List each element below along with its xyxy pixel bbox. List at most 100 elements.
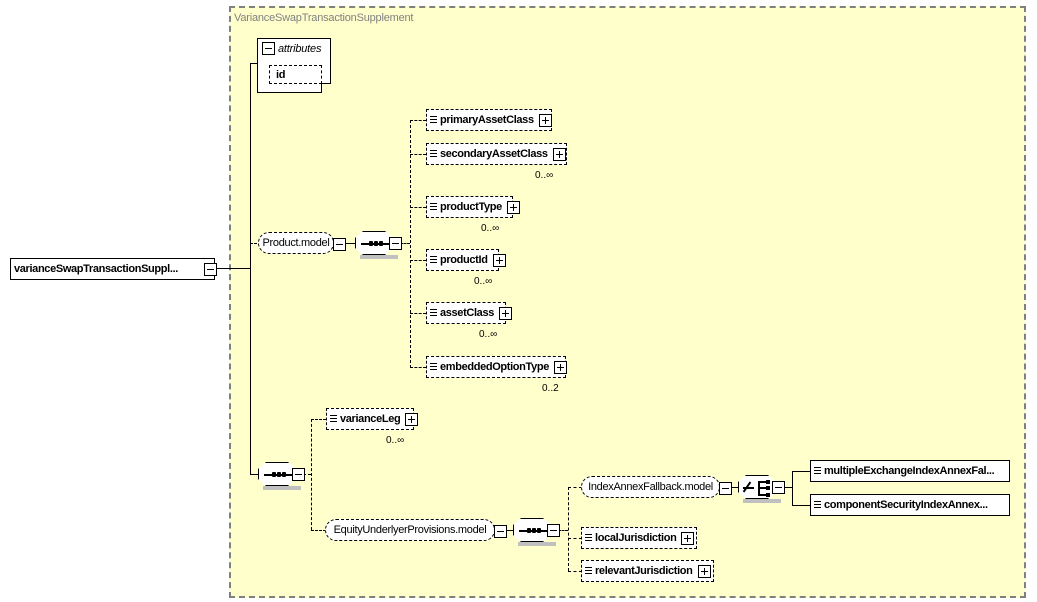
root-element-node[interactable]: varianceSwapTransactionSuppl... [10, 258, 218, 283]
cardinality-secondaryAssetClass: 0..∞ [535, 170, 554, 181]
index-annex-choice-expander-minus-icon[interactable] [772, 481, 785, 494]
element-productId[interactable]: productId [426, 249, 506, 274]
connector-equity-underlyer-provisions-model [311, 530, 326, 531]
root-expander-minus-icon[interactable] [204, 263, 217, 276]
element-productType-expander-plus-icon[interactable] [506, 200, 520, 214]
connector-assetClass [410, 313, 426, 314]
element-icon [430, 362, 437, 372]
element-primaryAssetClass-label: primaryAssetClass [440, 114, 534, 126]
compositor-product-sequence[interactable] [355, 231, 393, 255]
element-assetClass-expander-plus-icon[interactable] [499, 306, 512, 320]
element-secondaryAssetClass-expander-plus-icon[interactable] [552, 147, 566, 161]
attributes-panel-header: attributes [262, 42, 321, 55]
element-componentSecurityIndexAnnexFallback[interactable]: componentSecurityIndexAnnex... [810, 494, 1013, 519]
cardinality-varianceLeg: 0..∞ [386, 435, 405, 446]
element-multipleExchangeIndexAnnexFallback-label: multipleExchangeIndexAnnexFal... [824, 465, 995, 477]
attributes-panel-label: attributes [278, 42, 322, 55]
connector-product-children-spine [410, 120, 411, 368]
connector-primaryAssetClass [410, 120, 426, 121]
element-secondaryAssetClass-label: secondaryAssetClass [440, 148, 548, 160]
connector-multipleExchangeIndexAnnexFallback [792, 471, 811, 472]
element-localJurisdiction-expander-plus-icon[interactable] [681, 531, 695, 545]
model-group-index-annex-fallback-label: IndexAnnexFallback.model [588, 481, 713, 493]
element-productType[interactable]: productType [426, 196, 520, 221]
element-assetClass-label: assetClass [440, 307, 494, 319]
element-icon [430, 308, 437, 318]
element-icon [430, 255, 437, 265]
element-varianceLeg-label: varianceLeg [340, 413, 401, 425]
root-sequence-expander-minus-icon[interactable] [292, 468, 305, 481]
node-shadow [274, 83, 325, 87]
connector-choice-children-spine [792, 471, 793, 505]
equity-model-expander-minus-icon[interactable] [494, 525, 507, 538]
attribute-id-node[interactable]: id [269, 65, 325, 87]
connector-componentSecurityIndexAnnexFallback [792, 505, 811, 506]
connector-secondaryAssetClass [410, 154, 426, 155]
cardinality-productId: 0..∞ [474, 276, 493, 287]
connector-product-model [250, 243, 261, 244]
element-localJurisdiction-label: localJurisdiction [595, 532, 677, 544]
connector-choice-out [783, 487, 792, 488]
connector-product-model-to-sequence [344, 243, 355, 244]
choice-icon [739, 476, 776, 499]
element-icon [814, 500, 821, 510]
attributes-collapse-minus-icon[interactable] [262, 42, 275, 55]
element-icon [814, 466, 821, 476]
connector-localJurisdiction [568, 538, 582, 539]
attributes-panel: attributes id [257, 38, 334, 96]
schema-container-title: VarianceSwapTransactionSupplement [234, 12, 414, 24]
element-secondaryAssetClass[interactable]: secondaryAssetClass [426, 143, 570, 168]
node-shadow [15, 279, 218, 283]
model-group-index-annex-fallback[interactable]: IndexAnnexFallback.model [581, 476, 723, 501]
element-embeddedOptionType[interactable]: embeddedOptionType [426, 356, 569, 381]
element-embeddedOptionType-expander-plus-icon[interactable] [554, 360, 568, 374]
product-model-expander-minus-icon[interactable] [333, 238, 346, 251]
attributes-panel-fold-corner [321, 83, 331, 93]
element-embeddedOptionType-label: embeddedOptionType [440, 361, 550, 373]
element-productType-label: productType [440, 201, 502, 213]
element-icon [430, 115, 437, 125]
element-multipleExchangeIndexAnnexFallback[interactable]: multipleExchangeIndexAnnexFal... [810, 460, 1013, 485]
connector-index-annex-fallback-model [568, 487, 582, 488]
model-group-equity-underlyer-provisions[interactable]: EquityUnderlyerProvisions.model [325, 519, 498, 544]
index-annex-model-expander-minus-icon[interactable] [719, 482, 732, 495]
compositor-root-sequence[interactable] [258, 462, 296, 486]
connector-root-children-spine [311, 419, 312, 530]
connector-equity-sequence-out [558, 530, 568, 531]
element-icon [430, 202, 437, 212]
element-varianceLeg[interactable]: varianceLeg [326, 408, 419, 433]
model-group-product-label: Product.model [262, 237, 330, 249]
connector-root-sequence [250, 474, 258, 475]
connector-relevantJurisdiction [568, 571, 582, 572]
connector-index-annex-model-to-choice [730, 487, 738, 488]
element-varianceLeg-expander-plus-icon[interactable] [405, 412, 419, 426]
element-componentSecurityIndexAnnexFallback-label: componentSecurityIndexAnnex... [824, 499, 988, 511]
element-productId-label: productId [440, 254, 488, 266]
element-icon [330, 414, 337, 424]
element-relevantJurisdiction-expander-plus-icon[interactable] [697, 564, 711, 578]
element-productId-expander-plus-icon[interactable] [492, 253, 506, 267]
connector-attributes [250, 63, 257, 64]
connector-equity-model-to-sequence [505, 530, 514, 531]
element-primaryAssetClass[interactable]: primaryAssetClass [426, 109, 555, 134]
element-primaryAssetClass-expander-plus-icon[interactable] [538, 113, 552, 127]
compositor-equity-sequence[interactable] [513, 518, 551, 542]
connector-varianceLeg [311, 419, 326, 420]
connector-productId [410, 260, 426, 261]
connector-root-sequence-out [303, 474, 311, 475]
connector-root-trunk [250, 63, 251, 474]
element-icon [585, 533, 592, 543]
root-element-label: varianceSwapTransactionSuppl... [14, 263, 178, 275]
element-localJurisdiction[interactable]: localJurisdiction [581, 527, 700, 552]
element-relevantJurisdiction[interactable]: relevantJurisdiction [581, 560, 717, 585]
product-sequence-expander-minus-icon[interactable] [389, 237, 402, 250]
cardinality-embeddedOptionType: 0..2 [542, 383, 559, 394]
equity-sequence-expander-minus-icon[interactable] [547, 524, 560, 537]
model-group-product[interactable]: Product.model [258, 232, 337, 257]
model-group-equity-underlyer-provisions-label: EquityUnderlyerProvisions.model [333, 524, 487, 536]
compositor-index-annex-choice[interactable] [738, 475, 776, 499]
element-icon [430, 149, 437, 159]
sequence-icon [356, 232, 393, 255]
cardinality-productType: 0..∞ [481, 223, 500, 234]
element-assetClass[interactable]: assetClass [426, 302, 512, 327]
